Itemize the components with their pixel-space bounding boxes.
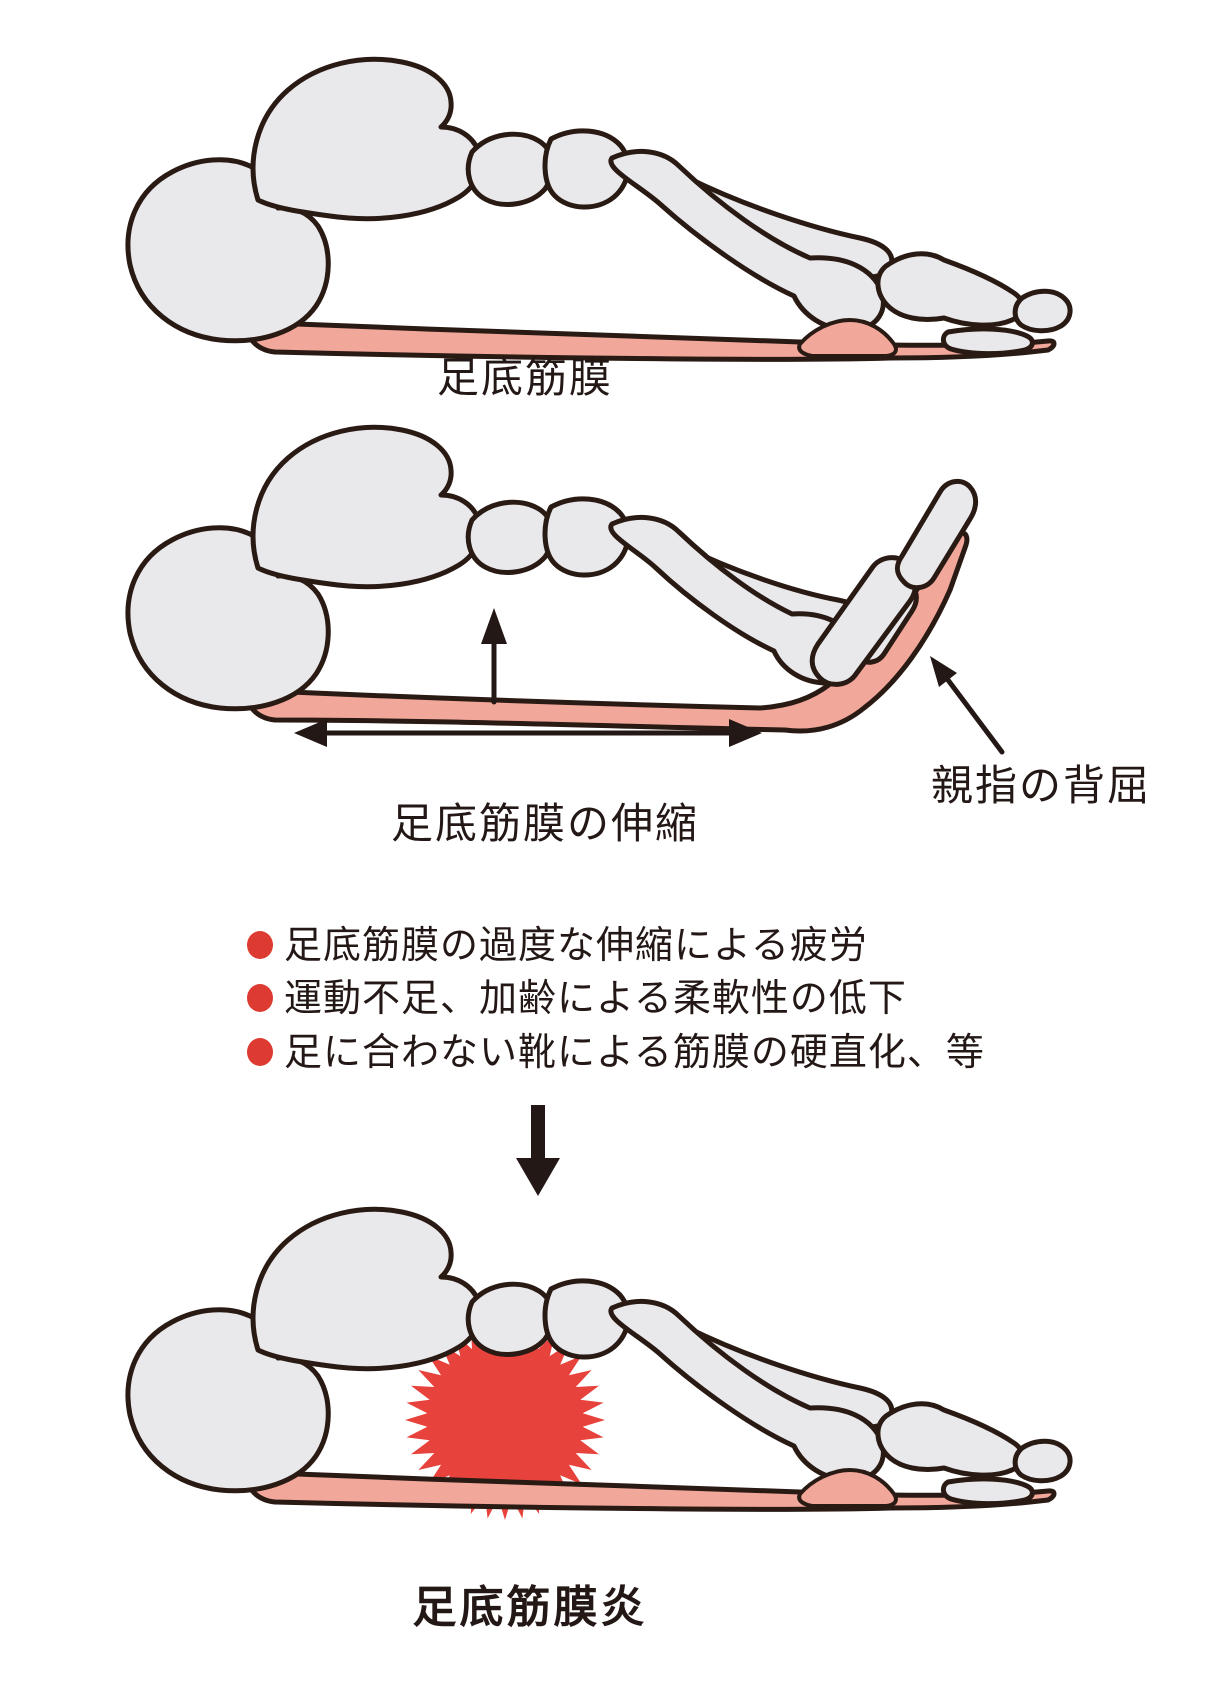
stretch-arrow-right-head (729, 719, 762, 747)
causes-list: 足底筋膜の過度な伸縮による疲労 運動不足、加齢による柔軟性の低下 足に合わない靴… (247, 925, 985, 1074)
stretch-arrow-left-head (294, 719, 327, 747)
toe-arrow-shaft (945, 677, 1005, 755)
toe-arrow-head (930, 656, 957, 687)
list-item: 足底筋膜の過度な伸縮による疲労 (247, 925, 868, 967)
rearfoot-bones-middle (128, 427, 628, 708)
stretch-label: 足底筋膜の伸縮 (391, 800, 699, 847)
result-down-arrow (516, 1105, 560, 1196)
figure-stretched-fascia: 足底筋膜の伸縮 親指の背屈 (128, 427, 1151, 847)
cause-text-3: 足に合わない靴による筋膜の硬直化、等 (284, 1032, 985, 1074)
toe-dorsiflexion-label: 親指の背屈 (931, 762, 1151, 809)
fascia-label: 足底筋膜 (437, 354, 613, 401)
cause-text-1: 足底筋膜の過度な伸縮による疲労 (284, 925, 868, 967)
list-item: 足に合わない靴による筋膜の硬直化、等 (247, 1032, 985, 1074)
bullet-icon (247, 984, 273, 1012)
foot-skeleton-top (128, 59, 1070, 359)
bullet-icon (247, 1038, 273, 1066)
figure-normal-foot: 足底筋膜 (128, 59, 1070, 401)
distal-phalanx-dorsiflexed (894, 478, 979, 591)
arch-up-arrow-head (481, 608, 507, 644)
plantar-fasciitis-label: 足底筋膜炎 (413, 1583, 648, 1632)
stretched-fascia-shape (242, 530, 970, 734)
cause-text-2: 運動不足、加齢による柔軟性の低下 (284, 978, 907, 1020)
bullet-icon (247, 931, 273, 959)
inflammation-starburst (405, 1320, 605, 1520)
foot-skeleton-bottom (128, 1209, 1070, 1509)
proximal-phalanx-dorsiflexed (809, 555, 919, 687)
figure-inflamed-foot: 足底筋膜炎 (128, 1209, 1070, 1632)
list-item: 運動不足、加齢による柔軟性の低下 (247, 978, 907, 1020)
